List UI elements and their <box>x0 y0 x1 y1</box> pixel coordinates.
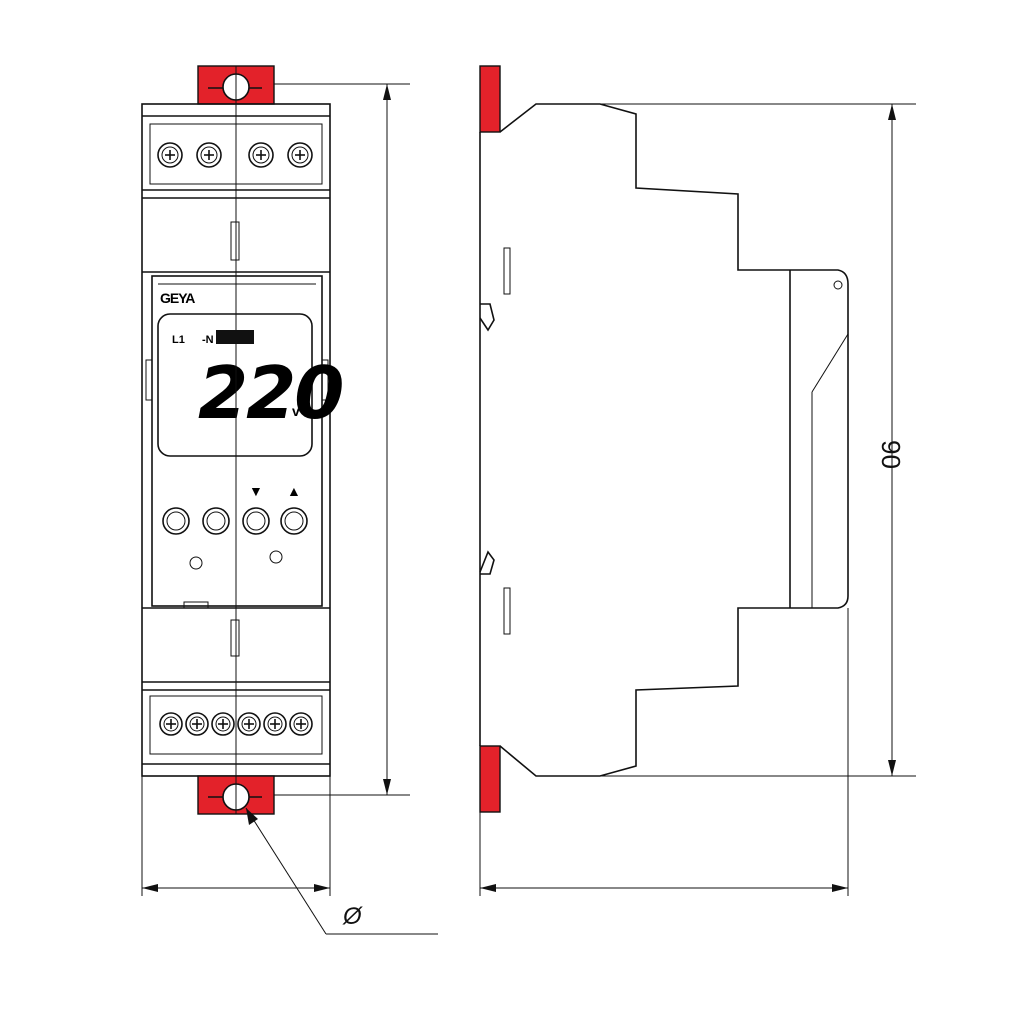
brand-logo: GEYA <box>160 290 195 306</box>
side-dimensions: 90 <box>479 103 916 896</box>
height-label: 90 <box>876 440 906 469</box>
lcd-voltage-value: 220 <box>198 351 342 435</box>
bottom-screw-5 <box>263 712 287 736</box>
top-screw-3 <box>248 142 274 168</box>
button-down[interactable] <box>242 507 270 535</box>
side-bottom-clip <box>479 745 501 813</box>
down-arrow-icon: ▼ <box>249 483 263 499</box>
bottom-screw-6 <box>289 712 313 736</box>
bottom-screw-2 <box>185 712 209 736</box>
lcd-bar-indicator <box>216 330 254 344</box>
lcd-terminal-n: -N <box>202 334 214 346</box>
button-row: ▼ ▲ <box>162 483 308 570</box>
top-screw-2 <box>196 142 222 168</box>
side-view <box>479 65 849 813</box>
diameter-label: Ø <box>342 903 363 930</box>
front-dimensions: Ø <box>141 83 438 935</box>
button-up[interactable] <box>280 507 308 535</box>
side-profile <box>499 103 849 777</box>
button-1[interactable] <box>162 507 190 535</box>
top-screw-1 <box>157 142 183 168</box>
top-screw-4 <box>287 142 313 168</box>
bottom-screw-3 <box>211 712 235 736</box>
lcd-display: L1 -N 220 v <box>157 313 344 457</box>
side-top-clip <box>479 65 501 133</box>
front-panel <box>145 275 329 607</box>
bottom-screw-4 <box>237 712 261 736</box>
lcd-terminal-l1: L1 <box>172 334 185 346</box>
lcd-voltage-unit: v <box>292 403 300 419</box>
bottom-screw-1 <box>159 712 183 736</box>
status-led-1 <box>189 556 203 570</box>
front-view: GEYA L1 -N 220 v ▼ ▲ <box>141 65 344 815</box>
button-2[interactable] <box>202 507 230 535</box>
status-led-2 <box>269 550 283 564</box>
up-arrow-icon: ▲ <box>287 483 301 499</box>
